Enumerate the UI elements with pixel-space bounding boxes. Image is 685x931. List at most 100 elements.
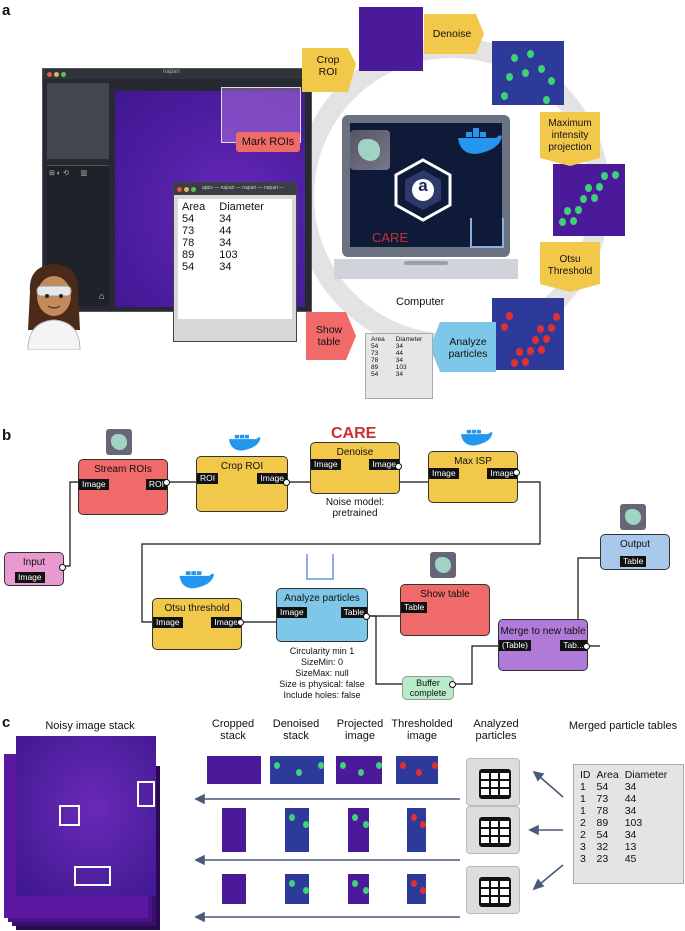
port-in: Table <box>620 556 647 567</box>
particle-spot <box>527 347 534 355</box>
connector-pin[interactable] <box>395 463 402 470</box>
care-text: CARE <box>372 230 409 245</box>
connector-pin[interactable] <box>237 619 244 626</box>
crop-image <box>359 7 423 71</box>
app-hexagon-icon <box>394 158 452 222</box>
close-icon[interactable] <box>177 187 182 192</box>
noise-model-note: Noise model: pretrained <box>325 497 385 519</box>
window-close-icon[interactable] <box>47 72 52 77</box>
noisy-stack-title: Noisy image stack <box>45 720 135 732</box>
particle-spot <box>538 346 545 354</box>
merged-table-header: ID <box>580 769 591 781</box>
node-crop-roi[interactable]: Crop ROI ROI Image <box>196 456 288 512</box>
particle-spot <box>420 821 426 828</box>
node-merge[interactable]: Merge to new table (Table) Tab... <box>498 619 588 671</box>
merged-table-cell: 73 <box>596 793 609 805</box>
docker-icon <box>456 128 502 156</box>
small-table-cell: 34 <box>395 343 403 350</box>
merged-table-cell: 54 <box>596 781 609 793</box>
particle-spot <box>570 217 577 225</box>
node-otsu[interactable]: Otsu threshold Image Image <box>152 598 242 650</box>
roi-box-3[interactable] <box>74 866 111 886</box>
particle-spot <box>411 880 417 887</box>
result-tile <box>222 808 246 852</box>
max-icon[interactable] <box>191 187 196 192</box>
node-title: Output <box>619 539 651 550</box>
port-out: Image <box>369 459 399 470</box>
connector-pin[interactable] <box>363 613 370 620</box>
particle-spot <box>340 762 346 769</box>
node-input[interactable]: Input Image <box>4 552 64 586</box>
node-max-isp[interactable]: Max ISP Image Image <box>428 451 518 503</box>
step-denoise: Denoise <box>432 28 472 40</box>
particle-spot <box>511 54 518 62</box>
particle-spot <box>538 65 545 73</box>
particle-spot <box>289 814 295 821</box>
connector-pin[interactable] <box>283 479 290 486</box>
node-show-table[interactable]: Show table Table <box>400 584 490 636</box>
node-title: Buffer complete <box>409 678 447 698</box>
connector-pin[interactable] <box>513 469 520 476</box>
node-stream-rois[interactable]: Stream ROIs Image ROI <box>78 459 168 515</box>
particle-spot <box>420 887 426 894</box>
connector-pin[interactable] <box>583 643 590 650</box>
noisy-image-front <box>16 736 156 896</box>
column-header: Denoised stack <box>272 718 320 742</box>
small-table-cell: 54 <box>371 343 379 350</box>
table-grid-icon <box>466 758 520 806</box>
window-max-icon[interactable] <box>61 72 66 77</box>
particle-spot <box>506 73 513 81</box>
threshold-image <box>492 298 564 370</box>
merged-table-cell: 2 <box>580 817 586 829</box>
result-tile <box>222 874 246 904</box>
analyze-fiji-icon <box>306 554 334 580</box>
merged-table-cell: 34 <box>624 805 637 817</box>
results-table-cell: 103 <box>219 249 238 261</box>
node-analyze[interactable]: Analyze particles Image Table <box>276 588 368 642</box>
particle-spot <box>591 194 598 202</box>
node-title: Input <box>22 557 46 568</box>
small-table-cell: 103 <box>395 364 407 371</box>
home-icon[interactable]: ⌂ <box>99 291 105 301</box>
roi-box-1[interactable] <box>59 805 80 826</box>
node-output[interactable]: Output Table <box>600 534 670 570</box>
node-buffer[interactable]: Buffer complete <box>402 676 454 700</box>
particle-spot <box>501 92 508 100</box>
result-tile <box>270 756 324 784</box>
particle-spot <box>537 325 544 333</box>
node-denoise[interactable]: Denoise Image Image <box>310 442 400 494</box>
results-table-header: Diameter <box>219 201 264 213</box>
merged-table-cell: 3 <box>580 853 586 865</box>
tool-icons[interactable]: ⊞ ◐ ⟲ ▥ <box>49 170 88 177</box>
min-icon[interactable] <box>184 187 189 192</box>
node-title: Max ISP <box>454 456 492 467</box>
merged-table-cell: 13 <box>624 841 637 853</box>
particle-spot <box>511 359 518 367</box>
results-table-cell: 73 <box>182 225 195 237</box>
connector-pin[interactable] <box>59 564 66 571</box>
roi-box-2[interactable] <box>137 781 155 807</box>
port-in: ROI <box>197 473 219 484</box>
port-out: Image <box>257 473 287 484</box>
result-tile <box>407 808 426 852</box>
analyze-param: Include holes: false <box>283 690 361 700</box>
particle-spot <box>416 769 422 776</box>
result-tile <box>285 874 309 904</box>
particle-spot <box>411 814 417 821</box>
port-in: Image <box>79 479 109 490</box>
column-header: Thresholded image <box>391 718 453 742</box>
merged-table-cell: 3 <box>580 841 586 853</box>
panel-label-c: c <box>2 714 11 731</box>
merged-table-cell: 23 <box>596 853 609 865</box>
node-title: Show table <box>420 589 470 600</box>
particle-spot <box>564 207 571 215</box>
window-min-icon[interactable] <box>54 72 59 77</box>
connector-pin[interactable] <box>449 681 456 688</box>
connector-pin[interactable] <box>163 479 170 486</box>
